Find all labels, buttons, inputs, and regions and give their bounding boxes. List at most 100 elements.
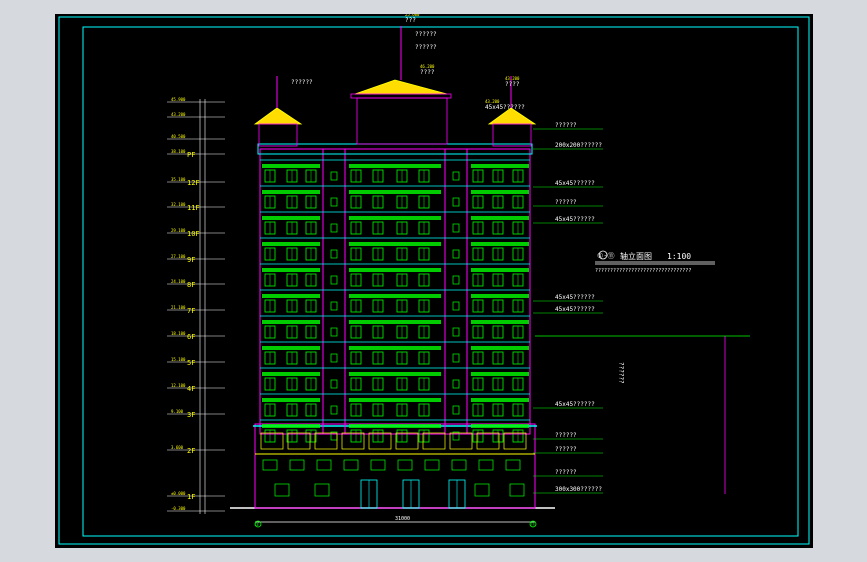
podium-window	[370, 459, 386, 471]
level-elevation: 29.100	[171, 228, 186, 233]
right-label: 200x200??????	[555, 142, 602, 149]
central-tower-shaft	[356, 97, 448, 145]
top-label: ????	[505, 81, 520, 88]
balcony-rail	[349, 424, 441, 428]
right-label: ??????	[555, 199, 577, 206]
drawing-title: ①-⑪ 轴立面图 1:100 ?????????????????????????…	[595, 250, 715, 274]
balcony-rail	[471, 372, 529, 376]
shop-window	[341, 432, 365, 450]
level-elevation: 38.100	[171, 149, 186, 154]
top-label: ???	[405, 17, 416, 24]
balcony-rail	[262, 372, 320, 376]
stair-window	[330, 275, 338, 285]
balcony-rail	[471, 242, 529, 246]
balcony-rail	[471, 268, 529, 272]
building-elevation	[253, 26, 537, 509]
title-scale: 1:100	[667, 252, 691, 261]
shop-window	[422, 432, 446, 450]
ground-window	[474, 483, 490, 497]
central-roof	[354, 79, 448, 95]
podium-window	[505, 459, 521, 471]
podium-window	[478, 459, 494, 471]
balcony-rail	[349, 216, 441, 220]
shop-window	[503, 432, 527, 450]
level-floor: 10F	[187, 230, 200, 238]
top-label: ??????	[291, 79, 313, 86]
balcony-rail	[262, 398, 320, 402]
title-note: ????????????????????????????????	[595, 268, 691, 274]
level-floor: 11F	[187, 204, 200, 212]
stair-window	[452, 405, 460, 415]
balcony-rail	[262, 216, 320, 220]
stair-window	[452, 431, 460, 441]
balcony-rail	[349, 320, 441, 324]
level-elevation: 9.100	[171, 409, 184, 414]
level-elevation: ±0.000	[171, 491, 186, 496]
level-floor: 5F	[187, 359, 195, 367]
stair-window	[330, 171, 338, 181]
level-elevation: 35.100	[171, 177, 186, 182]
balcony-rail	[349, 372, 441, 376]
right-label: 45x45??????	[555, 180, 595, 187]
balcony-rail	[349, 294, 441, 298]
right-label: ??????	[555, 122, 577, 129]
central-roof-base	[350, 93, 452, 99]
podium-window	[316, 459, 332, 471]
stair-window	[330, 301, 338, 311]
level-elevation: 21.100	[171, 305, 186, 310]
top-label-elevation: 43.200	[505, 76, 520, 81]
balcony-rail	[471, 424, 529, 428]
left-pavilion	[258, 123, 298, 147]
level-elevation: 45.900	[171, 97, 186, 102]
balcony-rail	[349, 164, 441, 168]
balcony-rail	[262, 164, 320, 168]
level-elevation: 24.100	[171, 279, 186, 284]
stair-window	[452, 275, 460, 285]
stair-window	[330, 353, 338, 363]
shop-window	[476, 432, 500, 450]
balcony-rail	[262, 190, 320, 194]
ground-window	[274, 483, 290, 497]
balcony-rail	[262, 424, 320, 428]
right-label: 300x300??????	[555, 486, 602, 493]
shop-window	[287, 432, 311, 450]
podium-window	[397, 459, 413, 471]
balcony-rail	[471, 164, 529, 168]
right-label: ??????	[555, 432, 577, 439]
inner-frame	[82, 26, 799, 537]
balcony-rail	[349, 242, 441, 246]
stair-window	[330, 379, 338, 389]
right-label: 45x45??????	[555, 216, 595, 223]
balcony-rail	[471, 320, 529, 324]
shop-window	[395, 432, 419, 450]
balcony-rail	[262, 320, 320, 324]
tower-body	[259, 148, 531, 435]
floor-windows	[260, 159, 530, 443]
level-elevation: 15.100	[171, 357, 186, 362]
level-floor: 2F	[187, 447, 195, 455]
level-elevation: 3.600	[171, 445, 184, 450]
stair-window	[452, 197, 460, 207]
level-elevation: 43.200	[171, 112, 186, 117]
balcony-rail	[471, 398, 529, 402]
stair-window	[452, 249, 460, 259]
overall-dimension: 31000	[395, 516, 410, 522]
podium-window	[262, 459, 278, 471]
level-floor: 9F	[187, 256, 195, 264]
shop-window	[449, 432, 473, 450]
stair-window	[330, 223, 338, 233]
balcony-rail	[471, 190, 529, 194]
level-floor: 3F	[187, 411, 195, 419]
podium-window	[451, 459, 467, 471]
level-floor: 8F	[187, 281, 195, 289]
level-floor: 1F	[187, 493, 195, 501]
balcony-rail	[349, 268, 441, 272]
top-label-elevation: 25.600	[405, 14, 420, 17]
top-annotations: ???25.600????????????????46.200??????45x…	[291, 14, 525, 111]
level-floor: PF	[187, 151, 195, 159]
shop-window	[260, 432, 284, 450]
stair-window	[330, 405, 338, 415]
balcony-rail	[349, 190, 441, 194]
podium-window	[289, 459, 305, 471]
